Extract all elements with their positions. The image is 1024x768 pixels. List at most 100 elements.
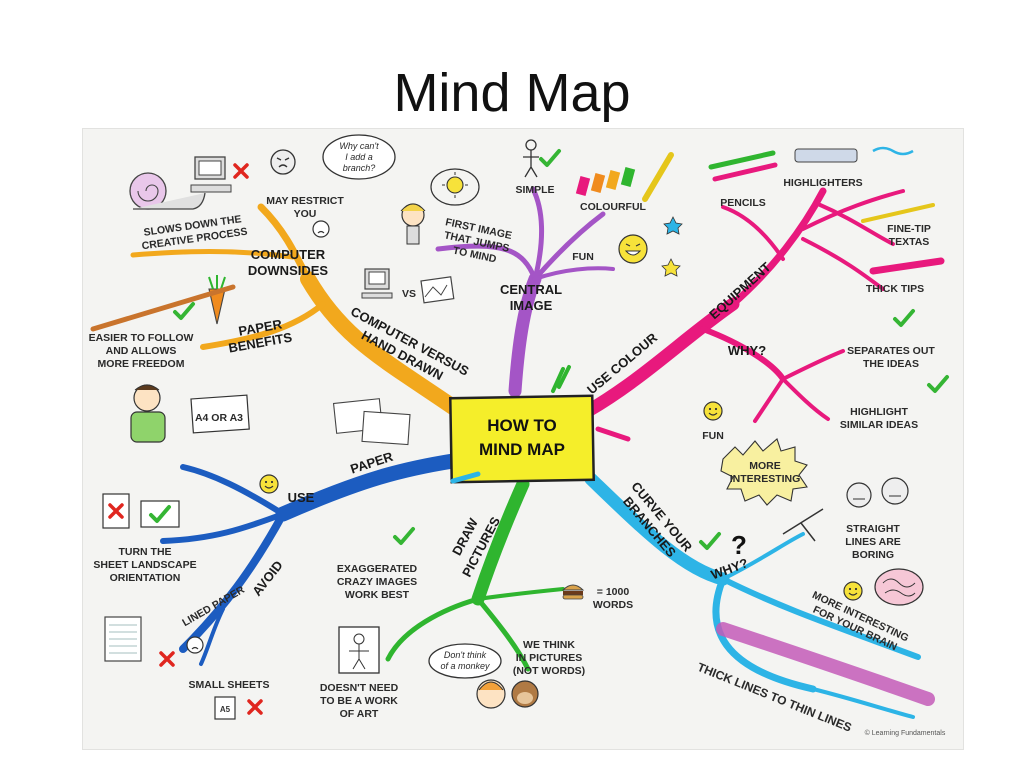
branch-blue [160,453,461,666]
branch-central-image-2: IMAGE [510,298,553,313]
label-turn-sheet-1: TURN THE [118,546,171,558]
stick-drawing-icon [338,626,380,674]
check-mark-icon [539,149,561,167]
smiley-icon [703,401,723,421]
svg-text:MORE: MORE [749,460,781,472]
branch-green [385,477,565,672]
label-doesnt-need-2: TO BE A WORK [320,695,398,707]
angry-face-icon [270,149,296,175]
center-line-1: HOW TO [487,416,557,435]
label-fine-tip-1: FINE-TIP [887,223,931,235]
label-thousand-words-2: WORDS [593,599,633,611]
carrot-icon [208,275,226,325]
label-highlight-similar-1: HIGHLIGHT [850,406,908,418]
sad-face-icon [186,636,204,654]
label-fun-image: FUN [572,251,594,263]
check-mark-icon [893,309,915,327]
branch-equipment: EQUIPMENT [706,259,774,322]
a4-sheet: A4 OR A3 [190,394,250,434]
branch-lined-paper: LINED PAPER [180,584,247,630]
landscape-sheet [140,500,180,528]
branch-orange [130,203,461,415]
label-easier-1: EASIER TO FOLLOW [89,332,194,344]
svg-text:of a monkey: of a monkey [440,661,490,671]
sketch-icon [420,276,455,304]
boy-face-icon [476,679,506,709]
credit-text: © Learning Fundamentals [865,729,946,737]
monkey-face-icon [511,680,539,708]
label-straight-3: BORING [852,549,894,561]
branch-computer-downsides-1: COMPUTER [251,247,326,262]
label-vs: VS [402,288,416,300]
branch-computer-downsides-2: DOWNSIDES [248,263,329,278]
label-easier-2: AND ALLOWS [106,345,177,357]
branch-cyan [584,472,935,719]
mind-map-panel: HOW TO MIND MAP COMPUTER DOWNSIDES COMPU… [82,128,964,750]
svg-text:Why can't: Why can't [339,141,379,151]
label-we-think-3: (NOT WORDS) [513,665,585,677]
thick-marker-icon [869,257,945,275]
speech-bubble-branch: Why can't I add a branch? [322,134,396,180]
question-mark-icon: ? [731,530,747,560]
label-highlight-similar-2: SIMILAR IDEAS [840,419,918,431]
label-exaggerated-1: EXAGGERATED [337,563,418,575]
girl-icon [400,203,426,245]
portrait-sheet [102,493,130,529]
mind-map-diagram: HOW TO MIND MAP COMPUTER DOWNSIDES COMPU… [89,134,949,737]
center-line-2: MIND MAP [479,440,565,459]
branch-central-image-1: CENTRAL [500,282,562,297]
label-small-sheets: SMALL SHEETS [189,679,270,691]
label-doesnt-need-1: DOESN'T NEED [320,682,399,694]
a5-sheet: A5 [214,696,236,720]
label-straight-1: STRAIGHT [846,523,900,535]
label-fine-tip-2: TEXTAS [889,236,930,248]
straight-branch-icon [782,508,824,542]
label-colourful: COLOURFUL [580,201,646,213]
check-mark-icon [393,527,415,545]
label-we-think-2: IN PICTURES [516,652,583,664]
label-turn-sheet-2: SHEET LANDSCAPE [93,559,196,571]
star-icon [661,258,681,277]
pencils-icon [708,150,778,182]
cross-mark-icon [247,699,263,715]
svg-text:I add a: I add a [345,152,373,162]
svg-text:A4 OR A3: A4 OR A3 [195,412,243,424]
label-pencils: PENCILS [720,197,766,209]
center-node: HOW TO MIND MAP [449,365,631,484]
check-mark-icon [927,375,949,393]
label-exaggerated-2: CRAZY IMAGES [337,576,417,588]
slide-title: Mind Map [393,63,631,123]
stick-figure-icon [523,139,539,178]
label-turn-sheet-3: ORIENTATION [110,572,181,584]
starburst-badge: MORE INTERESTING [720,438,808,506]
person-icon [130,384,166,443]
label-we-think-1: WE THINK [523,639,575,651]
branch-why-colour: WHY? [728,343,766,358]
svg-text:Don't think: Don't think [444,650,487,660]
brain-icon [874,568,924,606]
hamburger-icon [561,584,585,600]
label-easier-3: MORE FREEDOM [98,358,185,370]
label-separates-1: SEPARATES OUT [847,345,935,357]
star-icon [663,216,683,235]
label-straight-2: LINES ARE [845,536,901,548]
sun-icon [442,172,468,198]
cross-mark-icon [233,163,249,179]
branch-pink [581,187,905,423]
paper-sheets-icon [332,398,411,446]
smiley-icon [259,474,279,494]
label-separates-2: THE IDEAS [863,358,919,370]
cross-mark-icon [159,651,175,667]
paint-tubes-icon [575,152,674,202]
speech-bubble-monkey: Don't think of a monkey [428,643,502,679]
svg-text:INTERESTING: INTERESTING [730,473,801,485]
branch-use: USE [288,490,315,505]
computer-icon [361,268,393,299]
snail-icon [129,172,206,210]
check-mark-icon [699,532,721,550]
smiley-icon [843,581,863,601]
label-may-restrict-1: MAY RESTRICT [266,195,344,207]
label-doesnt-need-3: OF ART [340,708,379,720]
svg-text:branch?: branch? [343,163,376,173]
label-fun-colour: FUN [702,430,724,442]
